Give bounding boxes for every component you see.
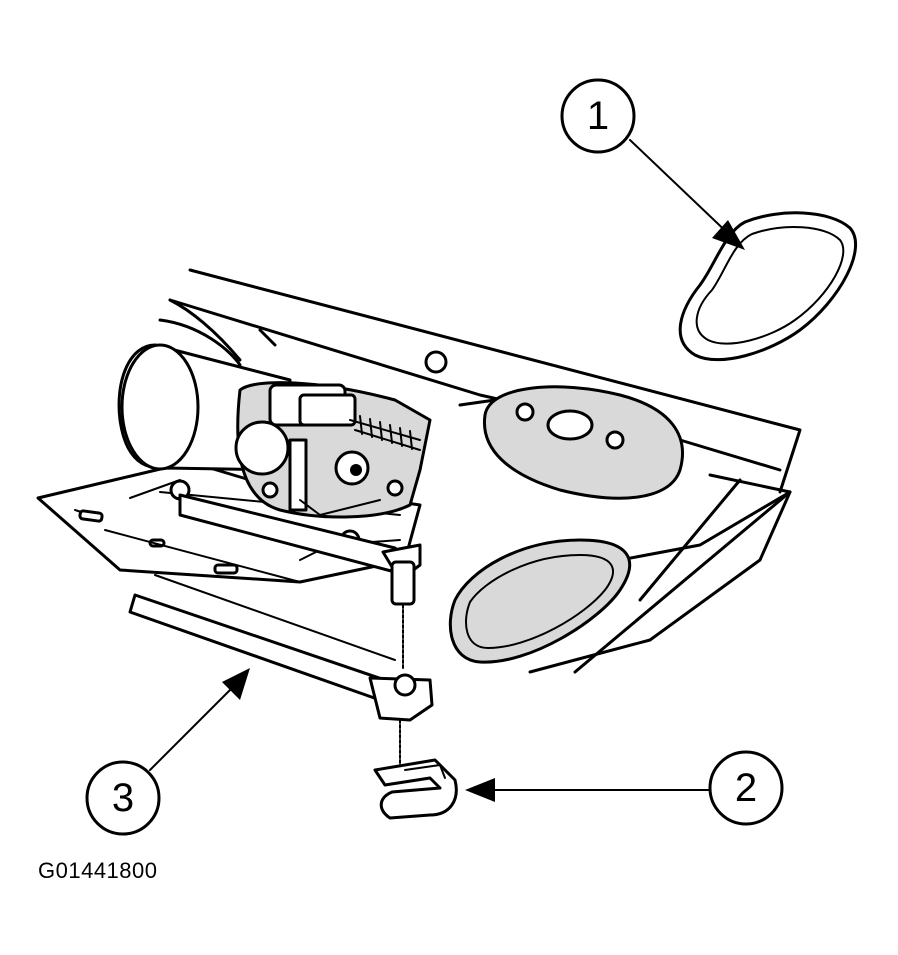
cowl-panel [158,268,802,674]
callout-3-number: 3 [112,776,134,820]
callout-3-circle [85,760,161,836]
wiper-motor [117,343,432,519]
callout-leaders [149,139,745,802]
gasket [678,211,857,362]
retaining-clip [373,758,458,820]
cowl-dome [482,385,684,500]
wiper-link-arm [128,574,434,771]
callout-1: 1 [560,78,636,154]
callout-3: 3 [85,760,161,836]
output-arm [178,493,422,671]
callout-2-circle [708,750,784,826]
callout-1-circle [560,78,636,154]
callout-2-number: 2 [735,766,757,810]
callout-2: 2 [708,750,784,826]
figure-code: G01441800 [38,858,158,883]
access-opening [448,538,631,664]
callout-1-number: 1 [587,94,609,138]
